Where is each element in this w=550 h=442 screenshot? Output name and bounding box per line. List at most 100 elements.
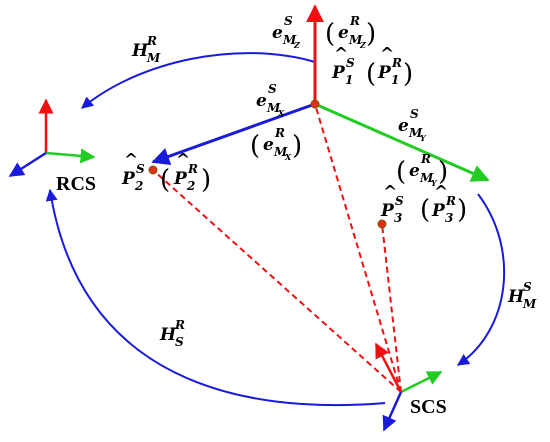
svg-text:^: ^ [334,44,348,64]
svg-text:P: P [377,63,392,83]
svg-text:H: H [131,41,149,61]
svg-text:P: P [380,201,395,221]
svg-text:M: M [408,126,423,140]
svg-text:(: ( [325,19,335,49]
svg-text:(: ( [396,157,406,187]
label-e-MX-S: e S M X [256,82,285,118]
arc-H-M-S [457,193,506,366]
svg-text:M: M [522,297,537,311]
svg-text:R: R [146,34,157,48]
svg-text:S: S [395,194,404,208]
svg-text:Z: Z [359,40,367,50]
arc-H-M-R [81,52,316,109]
label-P3-R: ( ^ P R 3 ) [420,182,467,225]
svg-text:(: ( [420,195,430,225]
svg-text:S: S [175,335,184,349]
scs-label: SCS [410,396,447,418]
svg-text:2: 2 [186,179,195,193]
label-e-MY-R: ( e R M Y ) [396,152,448,188]
label-e-MZ-R: ( e R M Z ) [325,14,376,50]
svg-text:): ) [292,131,302,161]
rcs-label: RCS [56,173,96,195]
point-P1 [310,99,320,109]
svg-text:X: X [277,108,285,118]
svg-text:R: R [349,14,360,28]
svg-text:3: 3 [394,211,402,225]
arc-H-S-R [45,188,386,407]
svg-text:): ) [438,157,448,187]
svg-text:^: ^ [380,44,394,64]
label-e-MZ-S: e S M Z [272,14,301,50]
svg-text:R: R [391,56,402,70]
label-H-M-R: H R M [131,34,161,65]
point-P3 [377,219,387,229]
svg-text:H: H [507,287,525,307]
svg-text:(: ( [160,165,170,195]
svg-text:P: P [121,169,136,189]
svg-text:e: e [263,135,274,155]
dashed-to-P2 [152,169,402,393]
label-e-MX-R: ( e R M X ) [250,126,302,162]
svg-text:S: S [284,14,293,28]
label-P2-R: ( ^ P R 2 ) [160,150,211,195]
svg-text:R: R [420,152,431,166]
svg-text:P: P [431,201,446,221]
svg-text:H: H [159,325,177,345]
label-e-MY-S: e S M Y [398,107,427,143]
point-P2 [148,165,158,175]
label-P3-S: ^ P S 3 [380,182,404,225]
svg-text:P: P [331,63,346,83]
svg-text:M: M [273,145,288,159]
svg-text:P: P [173,169,188,189]
svg-text:2: 2 [134,179,143,193]
svg-text:e: e [398,116,409,136]
svg-text:^: ^ [176,150,190,170]
dashed-to-P3 [381,223,402,393]
svg-text:S: S [268,82,277,96]
svg-text:Y: Y [420,133,427,143]
rcs-frame [8,98,96,178]
svg-text:e: e [409,161,420,181]
svg-text:R: R [274,126,285,140]
label-H-S-R: H R S [159,318,185,349]
svg-text:S: S [410,107,419,121]
svg-text:(: ( [366,59,376,89]
svg-text:R: R [445,194,456,208]
label-P2-S: ^ P S 2 [121,150,145,193]
svg-text:M: M [419,171,434,185]
scs-frame [374,342,443,432]
svg-text:S: S [346,56,355,70]
svg-text:e: e [272,23,283,43]
svg-text:e: e [256,91,267,111]
svg-text:R: R [174,318,185,332]
axis-e-MY [314,102,490,182]
svg-text:1: 1 [391,73,399,87]
svg-text:M: M [348,33,363,47]
svg-text:): ) [201,165,211,195]
axis-e-MX [151,102,316,166]
svg-text:3: 3 [445,211,453,225]
svg-text:M: M [282,33,297,47]
svg-text:Y: Y [431,178,438,188]
svg-text:): ) [366,19,376,49]
dashed-to-P1 [314,103,402,393]
svg-text:S: S [136,162,145,176]
svg-text:X: X [284,152,292,162]
label-P1-R: ( ^ P R 1 ) [366,44,413,89]
svg-text:S: S [523,280,532,294]
label-H-M-S: H S M [507,280,537,311]
svg-text:^: ^ [383,182,397,202]
svg-text:^: ^ [434,182,448,202]
svg-text:R: R [187,162,198,176]
svg-text:1: 1 [345,73,353,87]
svg-text:M: M [266,101,281,115]
svg-text:): ) [403,59,413,89]
label-P1-S: ^ P S 1 [331,44,355,87]
svg-text:e: e [338,23,349,43]
svg-text:(: ( [250,131,260,161]
svg-text:^: ^ [124,150,138,170]
svg-text:): ) [457,195,467,225]
svg-text:M: M [146,51,161,65]
